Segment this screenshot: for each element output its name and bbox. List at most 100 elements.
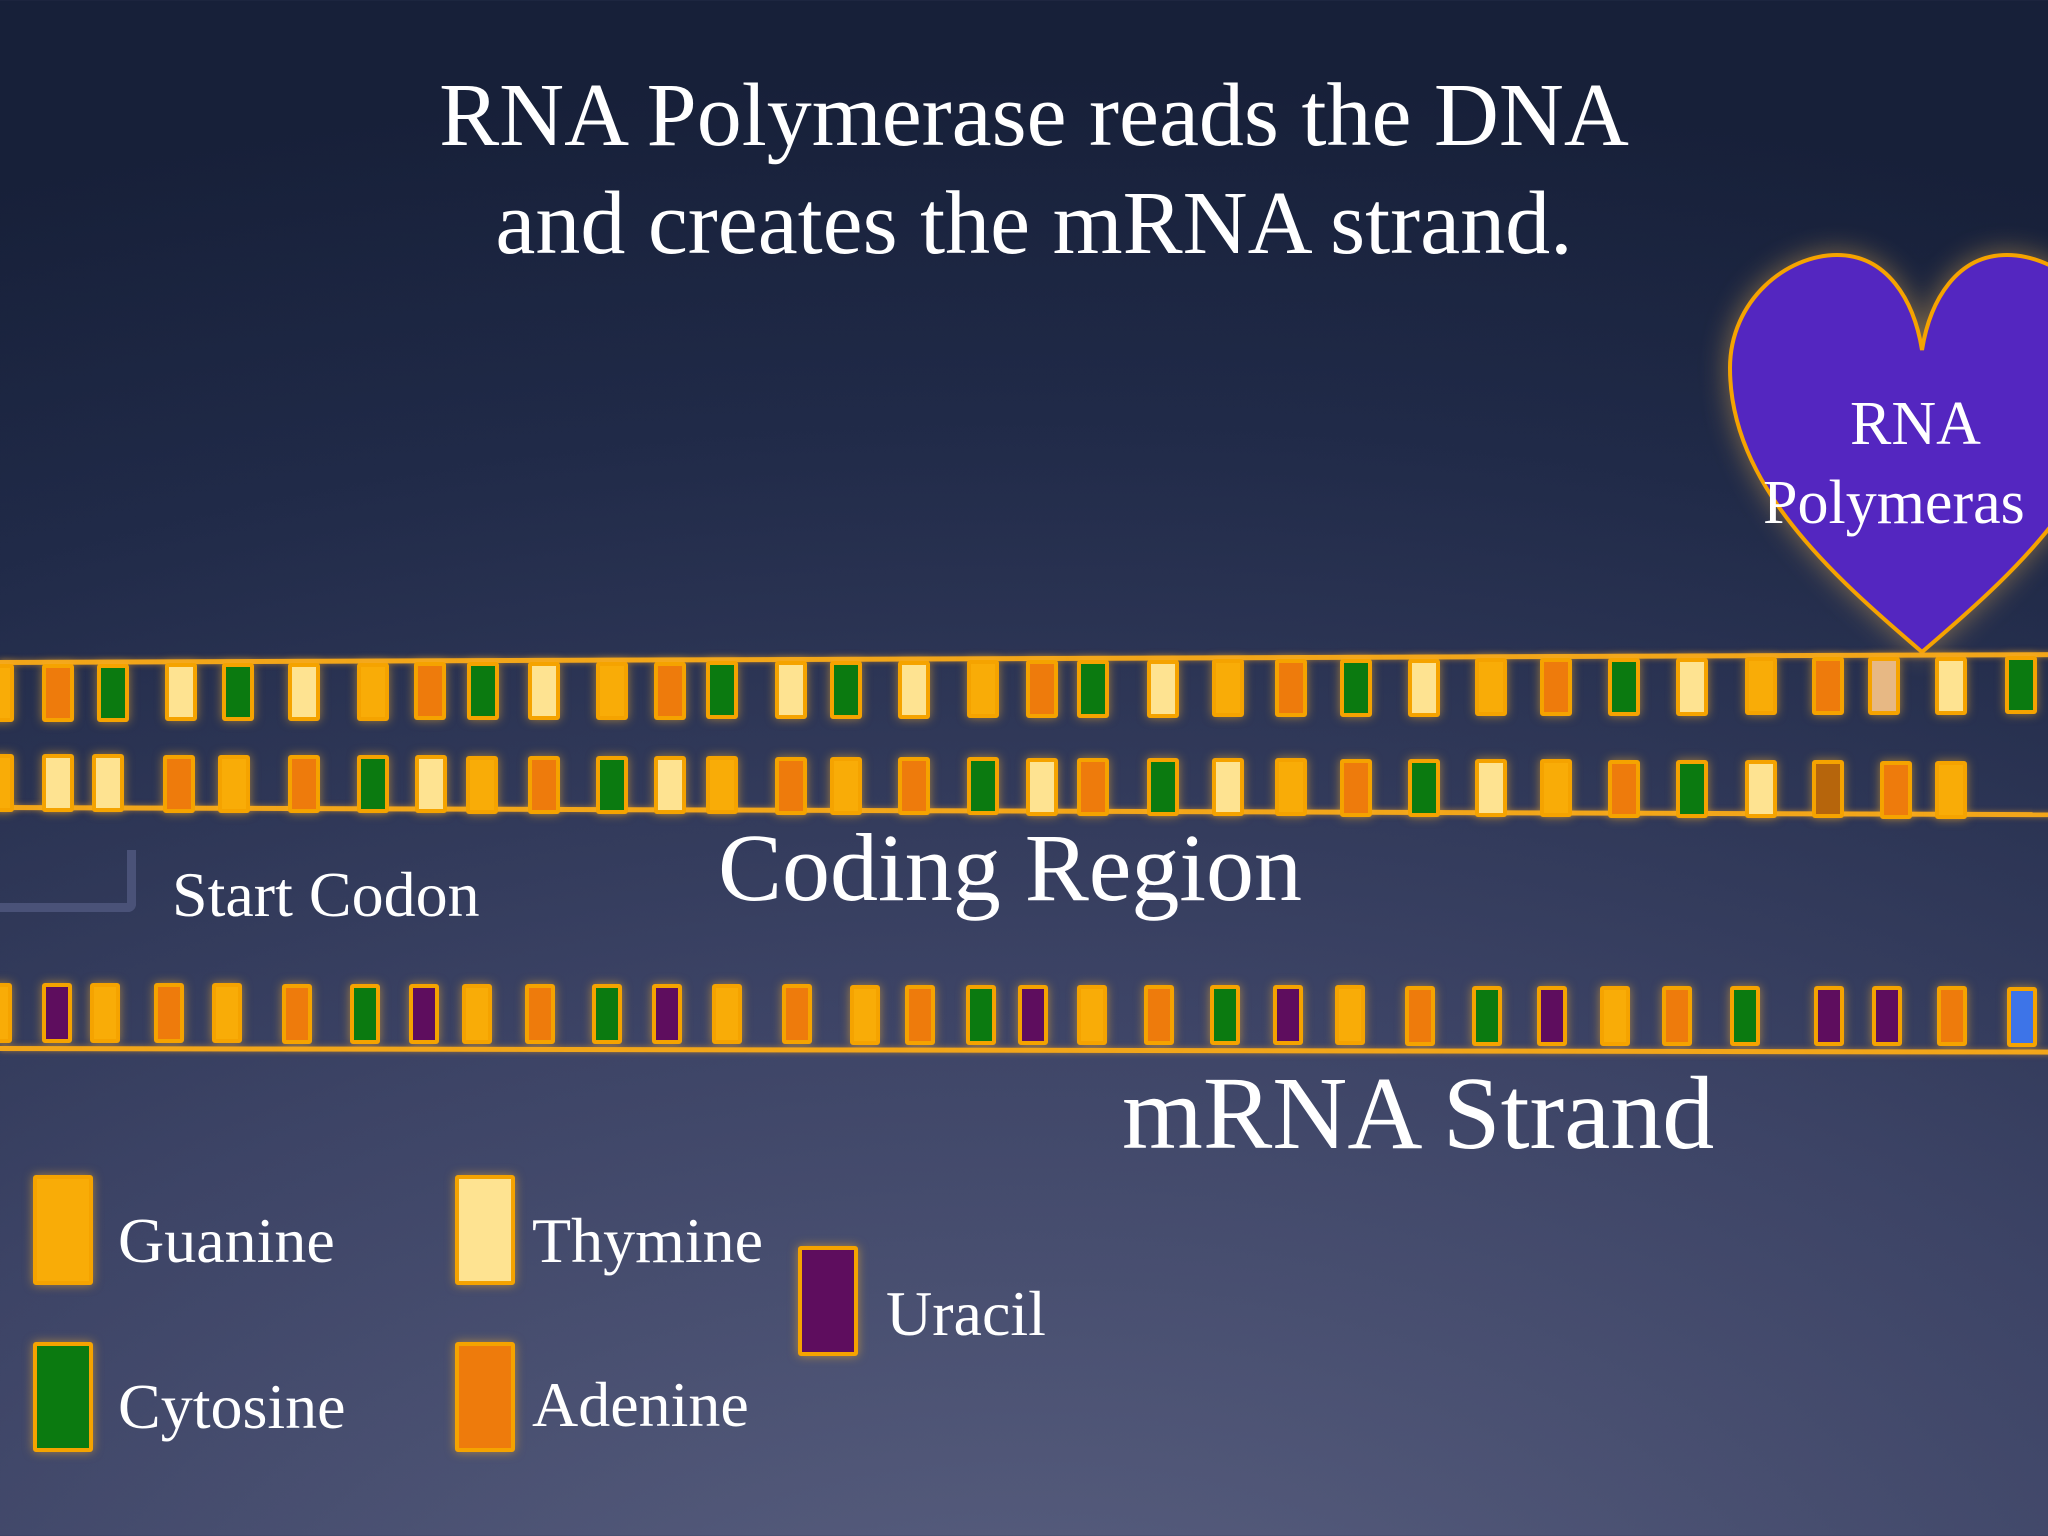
dna-top-base-guanine: [0, 664, 14, 723]
dna-bottom-base-thymine: [92, 754, 124, 813]
dna-bottom-base-thymine: [1212, 758, 1244, 817]
legend-swatch-uracil: [798, 1246, 858, 1356]
mrna-base-blue: [2007, 986, 2037, 1047]
dna-bottom-base-thymine: [415, 755, 447, 814]
mrna-base-adenine: [154, 983, 184, 1044]
start-codon-bracket: [0, 850, 136, 912]
dna-top-base-cytosine: [222, 663, 254, 722]
dna-top-base-cytosine: [1608, 657, 1640, 716]
dna-top-base-thymine: [165, 663, 197, 722]
dna-bottom-base-guanine: [0, 753, 14, 812]
dna-bottom-base-thymine: [1475, 759, 1507, 818]
dna-top-base-thymine: [288, 662, 320, 721]
mrna-base-uracil: [42, 983, 72, 1044]
legend-swatch-thymine: [455, 1175, 515, 1285]
dna-bottom-base-guanine: [218, 754, 250, 813]
mrna-base-guanine: [1077, 984, 1107, 1045]
dna-bottom-base-adenine: [1340, 758, 1372, 817]
dna-bottom-base-adenine: [775, 756, 807, 815]
dna-top-base-cytosine: [1077, 659, 1109, 718]
dna-bottom-base-cytosine: [967, 757, 999, 816]
mrna-base-guanine: [1600, 985, 1630, 1046]
dna-top-base-adenine: [1026, 660, 1058, 719]
dna-top-base-adenine: [414, 662, 446, 721]
dna-top-base-thymine: [898, 660, 930, 719]
dna-top-base-thymine: [528, 661, 560, 720]
dna-bottom-base-cytosine: [596, 756, 628, 815]
mrna-strand-label: mRNA Strand: [1122, 1056, 1715, 1171]
dna-bottom-base-adenine: [1880, 760, 1912, 819]
mrna-base-guanine: [212, 983, 242, 1044]
dna-top-base-cytosine: [467, 662, 499, 721]
mrna-base-uracil: [1018, 984, 1048, 1045]
dna-top-base-faded: [1868, 656, 1900, 715]
dna-top-base-adenine: [1540, 658, 1572, 717]
dna-bottom-base-cytosine: [1408, 758, 1440, 817]
dna-bottom-base-adenine: [1608, 759, 1640, 818]
mrna-base-adenine: [282, 983, 312, 1044]
mrna-base-cytosine: [350, 983, 380, 1044]
dna-top-base-guanine: [1212, 659, 1244, 718]
legend-label-uracil: Uracil: [886, 1278, 1046, 1349]
dna-bottom-base-adenine: [163, 754, 195, 813]
dna-bottom-base-guanine: [466, 755, 498, 814]
legend-swatch-adenine: [455, 1342, 515, 1452]
mrna-base-adenine: [1405, 985, 1435, 1046]
dna-bottom-base-cytosine: [1676, 759, 1708, 818]
mrna-backbone: [0, 1046, 2048, 1055]
mrna-base-guanine: [1335, 985, 1365, 1046]
dna-bottom-base-guanine: [830, 756, 862, 815]
mrna-base-adenine: [1144, 985, 1174, 1046]
dna-bottom-base-adenine: [1077, 757, 1109, 816]
dna-bottom-base-guanine: [1275, 758, 1307, 817]
slide-title-line-2: and creates the mRNA strand.: [495, 174, 1573, 273]
dna-top-base-guanine: [357, 662, 389, 721]
mrna-base-uracil: [1273, 985, 1303, 1046]
dna-bottom-base-thymine: [1745, 760, 1777, 819]
heart-shape: [1727, 252, 2048, 655]
dna-top-base-adenine: [42, 663, 74, 722]
dna-top-base-adenine: [1275, 659, 1307, 718]
dna-top-base-guanine: [1745, 657, 1777, 716]
dna-bottom-base-faded: [1812, 760, 1844, 819]
mrna-base-uracil: [1872, 986, 1902, 1047]
dna-top-base-guanine: [1475, 658, 1507, 717]
legend-swatch-cytosine: [33, 1342, 93, 1452]
dna-bottom-base-adenine: [898, 757, 930, 816]
mrna-base-guanine: [712, 984, 742, 1045]
coding-region-label: Coding Region: [718, 814, 1303, 921]
mrna-base-guanine: [0, 982, 12, 1043]
dna-top-base-cytosine: [706, 661, 738, 720]
rna-polymerase-label-line-2: Polymeras: [1763, 469, 2025, 537]
dna-bottom-base-thymine: [654, 756, 686, 815]
dna-top-base-thymine: [1147, 659, 1179, 718]
dna-top-base-thymine: [1935, 656, 1967, 715]
rna-polymerase-heart: [1727, 252, 2048, 655]
dna-bottom-base-thymine: [42, 754, 74, 813]
dna-top-base-cytosine: [1340, 658, 1372, 717]
legend-label-cytosine: Cytosine: [118, 1371, 346, 1442]
mrna-base-adenine: [905, 984, 935, 1045]
start-codon-label: Start Codon: [172, 859, 480, 930]
mrna-base-cytosine: [1730, 986, 1760, 1047]
mrna-base-uracil: [1814, 986, 1844, 1047]
dna-top-base-cytosine: [830, 660, 862, 719]
dna-top-base-guanine: [967, 660, 999, 719]
mrna-base-adenine: [1662, 985, 1692, 1046]
mrna-base-cytosine: [1472, 985, 1502, 1046]
dna-top-base-adenine: [654, 661, 686, 720]
dna-top-base-guanine: [596, 661, 628, 720]
legend-label-thymine: Thymine: [532, 1205, 764, 1276]
dna-top-base-thymine: [775, 661, 807, 720]
dna-bottom-base-guanine: [1935, 760, 1967, 819]
slide-title: RNA Polymerase reads the DNA and creates…: [0, 62, 2048, 278]
mrna-base-uracil: [409, 983, 439, 1044]
legend-label-adenine: Adenine: [532, 1369, 749, 1440]
dna-bottom-base-guanine: [706, 756, 738, 815]
mrna-base-cytosine: [966, 984, 996, 1045]
dna-top-base-thymine: [1408, 658, 1440, 717]
dna-top-base-cytosine: [2005, 656, 2037, 715]
dna-bottom-base-cytosine: [1147, 758, 1179, 816]
rna-polymerase-label-line-1: RNA: [1850, 390, 1981, 458]
dna-bottom-base-cytosine: [357, 755, 389, 814]
